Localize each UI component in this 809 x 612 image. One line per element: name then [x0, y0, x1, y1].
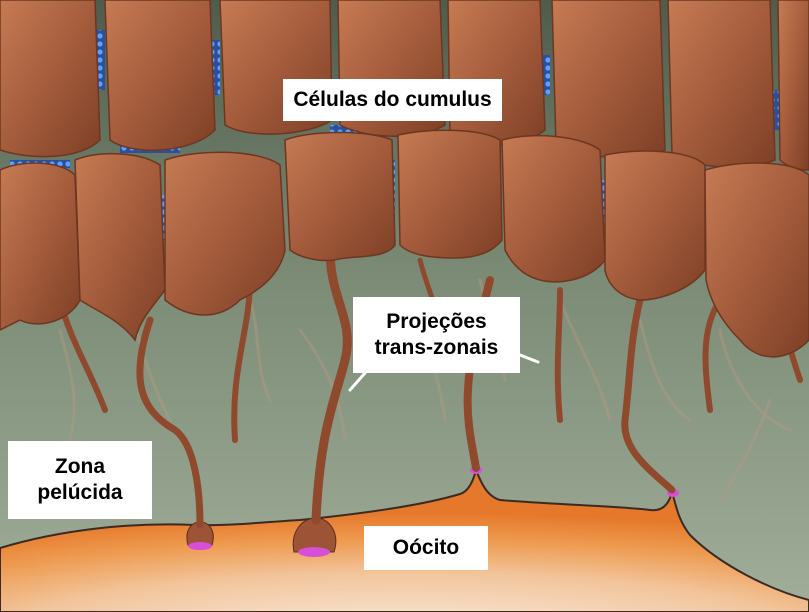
- oocyte-label-text: Oócito: [393, 535, 460, 561]
- transzonal-projections-label-line1: Projeções: [386, 309, 486, 335]
- cumulus-cells-label-text: Células do cumulus: [293, 87, 491, 113]
- cumulus-cells-label: Células do cumulus: [283, 79, 502, 121]
- zona-pellucida-label-line1: Zona: [55, 454, 105, 480]
- transzonal-projections-label: Projeções trans-zonais: [353, 297, 520, 373]
- oocyte-label: Oócito: [364, 526, 488, 570]
- zona-pellucida-label-line2: pelúcida: [37, 480, 122, 506]
- zona-pellucida-label: Zona pelúcida: [8, 441, 152, 519]
- transzonal-projections-label-line2: trans-zonais: [375, 335, 499, 361]
